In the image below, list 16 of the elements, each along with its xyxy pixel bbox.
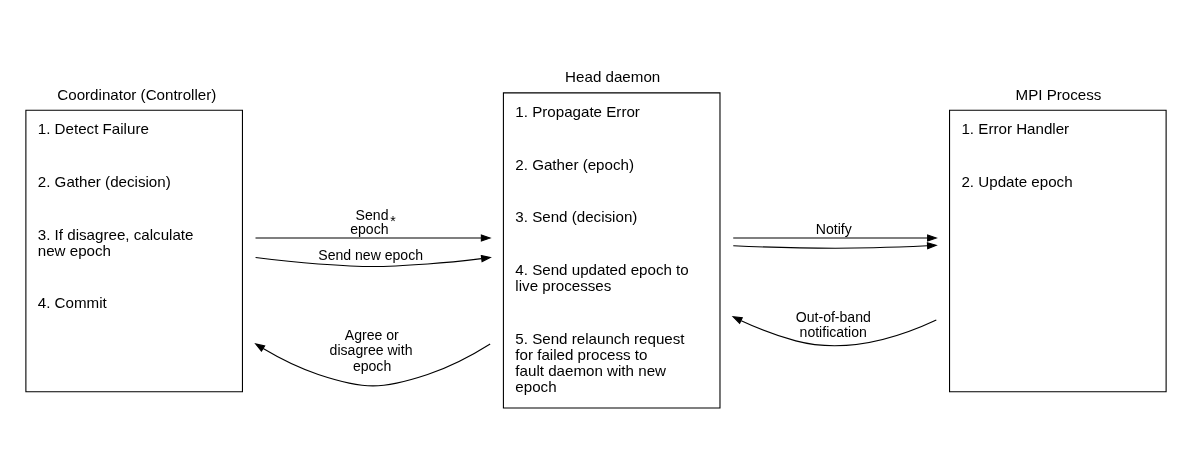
arrow: [731, 315, 937, 346]
edge-label: Agree or disagree with epoch: [329, 326, 413, 374]
node-box: 1. Propagate Error 2. Gather (epoch) 3. Send (decision) 4. Send updated epoch to live processes 5. Send relaunch request for failed process to fault daemon with new epoch: [502, 91, 721, 409]
edge-label: Out-of-band notification: [795, 308, 871, 340]
arrow: [732, 241, 938, 250]
arrow: [254, 342, 491, 386]
arrow: [732, 233, 938, 242]
edge-label: Notify: [815, 220, 852, 237]
node-box: 1. Detect Failure 2. Gather (decision) 3. If disagree, calculate new epoch 4. Commit: [25, 109, 243, 392]
arrow: [255, 254, 492, 267]
node-box: 1. Error Handler 2. Update epoch: [949, 109, 1167, 392]
node-label: Coordinator (Controller): [57, 85, 217, 103]
node-label: MPI Process: [1015, 85, 1102, 103]
node-label: Head daemon: [565, 67, 661, 85]
arrow: [254, 233, 492, 242]
edge-label: Send new epoch: [318, 246, 424, 263]
